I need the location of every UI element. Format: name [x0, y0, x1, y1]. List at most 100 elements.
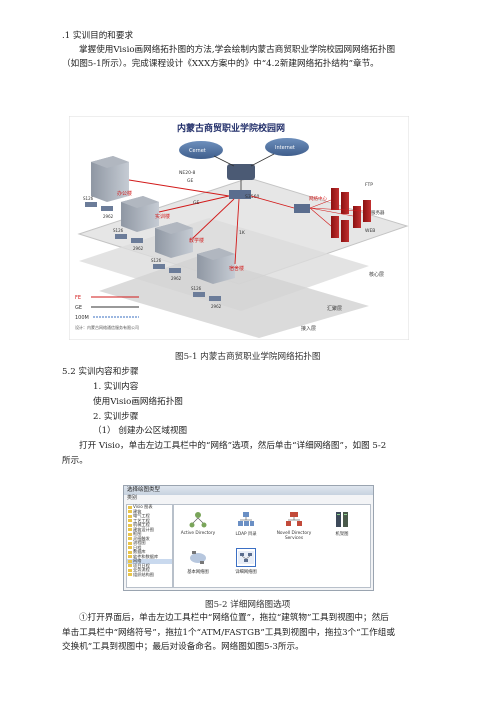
building-label: 教学楼: [189, 237, 204, 244]
layer-label: 汇聚层: [327, 305, 342, 312]
paragraph-line: （如图5-1所示）。完成课程设计《XXX方案中的》中“4.2新建网络拓扑结构”章…: [62, 59, 379, 69]
server-icon: [341, 220, 349, 242]
folder-icon: [128, 555, 132, 558]
category-item[interactable]: 电气工程: [127, 513, 172, 519]
dialog-title: 选择绘图类型: [124, 486, 373, 495]
rack-icon: [336, 512, 348, 527]
access-switch-icon: [115, 234, 127, 239]
ftp-label: FTP: [365, 182, 373, 188]
category-item[interactable]: 软件和数据库: [127, 554, 172, 560]
server-icon: [331, 188, 339, 210]
template-item[interactable]: Novell Directory Services: [274, 511, 314, 541]
router-icon: [227, 164, 255, 180]
switch-label: S126: [113, 228, 124, 233]
switch-label: 2962: [171, 276, 182, 281]
detailed-network-icon: [236, 548, 256, 567]
folder-icon: [128, 550, 132, 554]
paragraph-line: 所示。: [62, 456, 88, 466]
server-icon: [363, 200, 371, 222]
server-area-label: 网络中心: [309, 195, 327, 202]
category-item[interactable]: 项目日程: [127, 563, 172, 569]
folder-icon: [128, 514, 132, 518]
category-item[interactable]: 建筑: [127, 509, 172, 515]
category-item[interactable]: 框图: [127, 531, 172, 537]
cernet-cloud: [179, 141, 223, 159]
paragraph-line: 掌握使用Visio画网络拓扑图的方法,学会绘制内蒙古商贸职业学院校园网网络拓扑图: [79, 45, 396, 55]
template-item[interactable]: 机架图: [322, 511, 362, 537]
basic-network-icon: [190, 551, 206, 564]
folder-icon: [128, 573, 132, 576]
step-title: 2. 实训步骤: [93, 412, 139, 422]
category-item[interactable]: 机械工程: [127, 522, 172, 528]
folder-icon: [128, 537, 132, 540]
building-dorm-icon: [197, 248, 235, 284]
section-heading: .1 实训目的和要求: [62, 31, 134, 41]
server-label: 服务器: [371, 209, 385, 216]
switch-label: 2962: [133, 246, 144, 251]
category-item[interactable]: 组织结构图: [127, 572, 172, 578]
dialog-category-header: 类别: [127, 495, 138, 501]
link-label: 1K: [239, 230, 246, 236]
layer-label: 核心层: [369, 271, 384, 278]
network-topology-figure: 内蒙古商贸职业学院校园网 Cernet Internet NE20-8 S356…: [69, 116, 409, 340]
category-item[interactable]: Visio 图表: [127, 504, 172, 510]
layer-label: 接入层: [301, 325, 316, 332]
access-switch-icon: [131, 238, 143, 243]
template-item-selected[interactable]: 详细网络图: [226, 548, 266, 575]
folder-icon: [128, 559, 132, 563]
choose-drawing-type-dialog: 选择绘图类型 类别 Visio 图表 建筑 电气工程 工艺工程 机械工程 建筑设…: [123, 485, 374, 591]
paragraph-line: 打开 Visio，单击左边工具栏中的“网络”选项，然后单击“详细网络图”，如图 …: [79, 441, 387, 451]
category-item[interactable]: 业务流程: [127, 567, 172, 573]
step-text: 使用Visio画网络拓扑图: [93, 397, 183, 407]
folder-icon: [128, 568, 132, 572]
access-switch-icon: [85, 202, 97, 207]
access-switch-icon: [101, 206, 113, 211]
section-heading: 5.2 实训内容和步骤: [62, 367, 139, 377]
web-label: WEB: [365, 228, 375, 234]
folder-icon: [128, 510, 132, 513]
template-item[interactable]: 基本网络图: [178, 549, 218, 575]
active-directory-icon: [189, 512, 207, 528]
template-item[interactable]: Active Directory: [178, 511, 218, 536]
folder-icon: [128, 505, 132, 509]
building-label: 办公楼: [117, 190, 132, 197]
category-item[interactable]: 日程: [127, 545, 172, 551]
switch-label: 2962: [103, 214, 114, 219]
link-label: GE: [187, 178, 193, 184]
ldap-directory-icon: [238, 512, 254, 526]
access-switch-icon: [153, 264, 165, 269]
figure-title: 内蒙古商贸职业学院校园网: [177, 122, 285, 134]
paragraph-line: 交换机”工具到视图中；最后对设备命名。网络图如图5-3所示。: [62, 642, 304, 652]
category-item[interactable]: 数据库: [127, 549, 172, 555]
building-label: 宿舍楼: [229, 265, 244, 272]
folder-icon: [128, 523, 132, 527]
step-title: 1. 实训内容: [93, 382, 139, 392]
legend-label: FE: [75, 295, 81, 301]
category-item-selected[interactable]: 网络: [127, 558, 172, 564]
building-office-icon: [91, 156, 129, 202]
server-icon: [341, 192, 349, 214]
access-switch-icon: [169, 268, 181, 273]
novell-directory-icon: [286, 512, 302, 526]
template-item[interactable]: LDAP 目录: [226, 511, 266, 537]
category-list: Visio 图表 建筑 电气工程 工艺工程 机械工程 建筑设计图 框图 灵感触发…: [126, 504, 173, 588]
folder-icon: [128, 528, 132, 531]
folder-icon: [128, 564, 132, 567]
folder-icon: [128, 541, 132, 545]
core-switch-icon: [229, 190, 251, 199]
category-item[interactable]: 流程图: [127, 540, 172, 546]
server-switch-icon: [294, 204, 310, 213]
building-teaching-icon: [155, 222, 193, 258]
category-item[interactable]: 工艺工程: [127, 518, 172, 524]
legend-label: 100M: [75, 315, 89, 321]
folder-icon: [128, 532, 132, 536]
switch-label: 2962: [211, 304, 222, 309]
switch-label: S126: [151, 258, 162, 263]
category-item[interactable]: 建筑设计图: [127, 527, 172, 533]
legend: FE GE 100M 设计：内蒙古网络通信服务有限公司: [75, 295, 139, 330]
category-item[interactable]: 灵感触发: [127, 536, 172, 542]
legend-label: GE: [75, 305, 82, 311]
access-switch-icon: [193, 292, 205, 297]
paragraph-line: ①打开界面后，单击左边工具栏中“网络位置”，拖拉“建筑物”工具到视图中；然后: [79, 613, 389, 623]
core-switch-label: S3560: [245, 194, 259, 200]
